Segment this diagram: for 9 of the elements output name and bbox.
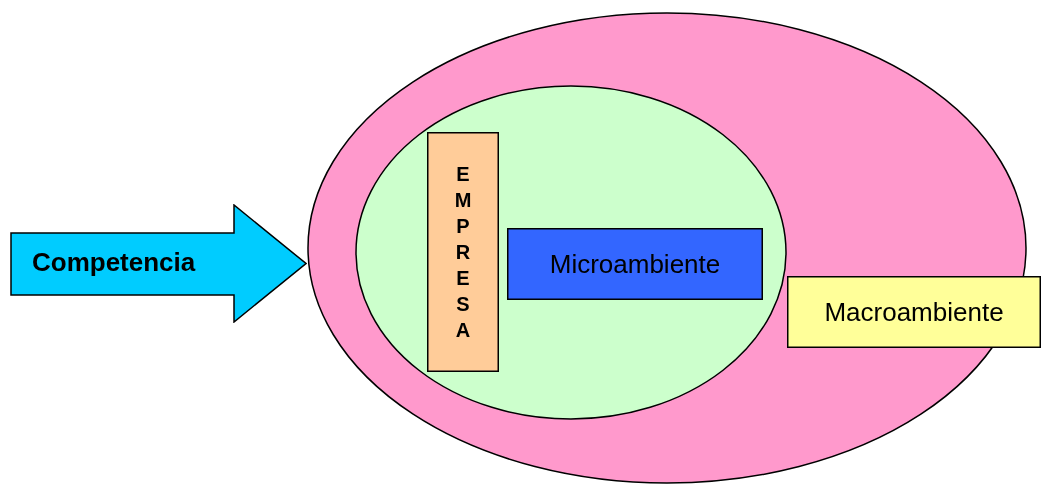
node-label: Microambiente — [549, 247, 721, 281]
outer-ellipse — [307, 12, 1027, 484]
vertical-label-box — [427, 132, 499, 372]
block-arrow — [10, 204, 307, 323]
node-label: EMPRESA — [453, 162, 473, 343]
node-label: Macroambiente — [824, 295, 1004, 329]
inner-ellipse — [355, 85, 787, 420]
process-box — [507, 228, 763, 300]
node-label: Competencia — [32, 246, 196, 279]
